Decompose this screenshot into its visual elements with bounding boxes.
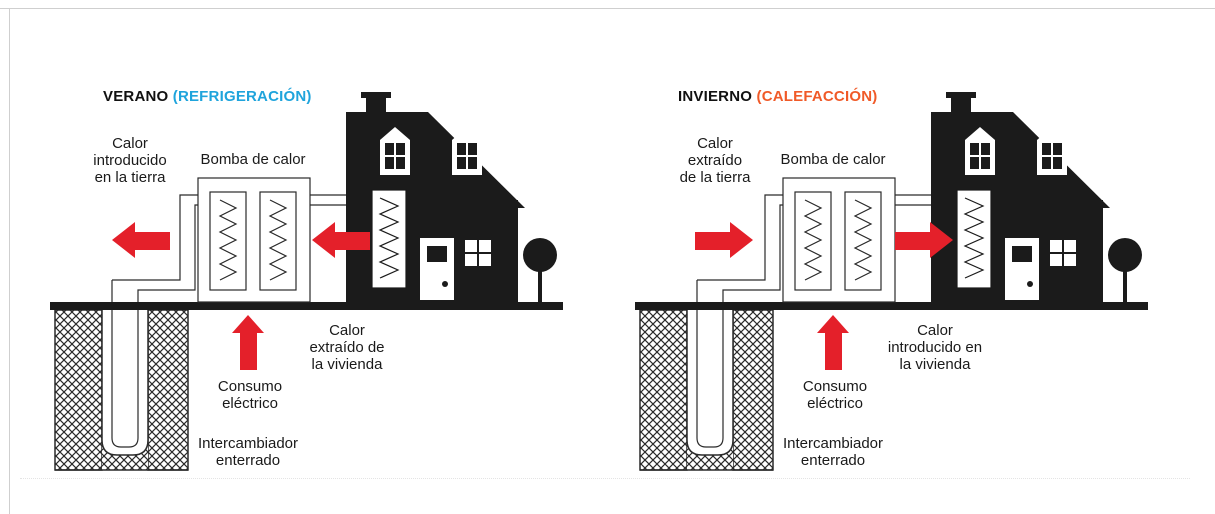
house-heat-line-1: Calor	[917, 322, 953, 339]
exchanger-line-1: Intercambiador	[197, 435, 299, 452]
dotted-baseline	[20, 478, 1190, 479]
season-label: INVIERNO	[678, 88, 753, 105]
power-label: Consumo eléctrico	[200, 378, 300, 412]
ground-surface	[635, 302, 1148, 310]
arrow-power	[232, 315, 264, 370]
house-heat-line-3: la vivienda	[899, 356, 971, 373]
exchanger-line-2: enterrado	[215, 452, 281, 469]
winter-diagram	[635, 92, 1148, 471]
ground-heat-label: Calor introducido en la tierra	[80, 135, 180, 186]
ground-heat-line-3: de la tierra	[679, 169, 751, 186]
heat-pump-text: Bomba de calor	[200, 151, 306, 168]
pump-coil-left	[209, 191, 247, 291]
house-heat-line-2: introducido en	[887, 339, 983, 356]
power-line-2: eléctrico	[222, 395, 278, 412]
exchanger-label: Intercambiador enterrado	[768, 435, 898, 469]
tree	[1108, 238, 1142, 304]
power-line-1: Consumo	[217, 378, 283, 395]
house-heat-label: Calor extraído de la vivienda	[292, 322, 402, 373]
house-heat-line-3: la vivienda	[311, 356, 383, 373]
ground-heat-line-3: en la tierra	[94, 169, 166, 186]
arrow-from-house	[312, 222, 370, 258]
arrow-power	[817, 315, 849, 370]
exchanger-line-1: Intercambiador	[782, 435, 884, 452]
arrow-to-ground	[112, 222, 170, 258]
ground-heat-line-2: introducido	[93, 152, 167, 169]
exchanger-label: Intercambiador enterrado	[183, 435, 313, 469]
season-label: VERANO	[103, 88, 169, 105]
ground-hatched	[54, 309, 189, 471]
mode-label: (CALEFACCIÓN)	[756, 88, 878, 105]
house	[346, 92, 525, 302]
power-label: Consumo eléctrico	[785, 378, 885, 412]
summer-diagram	[50, 92, 563, 471]
summer-panel: VERANO (REFRIGERACIÓN) Calor introducido…	[0, 0, 600, 514]
heat-pump-label: Bomba de calor	[763, 151, 903, 168]
tree	[523, 238, 557, 304]
winter-panel: INVIERNO (CALEFACCIÓN) Calor extraído de…	[585, 0, 1185, 514]
power-line-1: Consumo	[802, 378, 868, 395]
house-heat-label: Calor introducido en la vivienda	[875, 322, 995, 373]
pump-coil-left	[794, 191, 832, 291]
winter-title: INVIERNO (CALEFACCIÓN)	[678, 88, 877, 105]
heat-pump-text: Bomba de calor	[780, 151, 886, 168]
frame-left-border	[9, 8, 10, 514]
power-line-2: eléctrico	[807, 395, 863, 412]
buried-pipe	[686, 280, 734, 456]
ground-surface	[50, 302, 563, 310]
exchanger-line-2: enterrado	[800, 452, 866, 469]
pump-coil-right	[259, 191, 297, 291]
arrow-to-house	[895, 222, 953, 258]
pump-coil-right	[844, 191, 882, 291]
house	[931, 92, 1110, 302]
ground-heat-line-1: Calor	[112, 135, 148, 152]
arrow-from-ground	[695, 222, 753, 258]
house-heat-line-1: Calor	[329, 322, 365, 339]
heat-pump-label: Bomba de calor	[183, 151, 323, 168]
frame-top-border	[0, 8, 1215, 9]
ground-heat-label: Calor extraído de la tierra	[660, 135, 770, 186]
buried-pipe	[101, 280, 149, 456]
summer-title: VERANO (REFRIGERACIÓN)	[103, 88, 312, 105]
ground-heat-line-2: extraído	[687, 152, 743, 169]
mode-label: (REFRIGERACIÓN)	[172, 88, 312, 105]
ground-heat-line-1: Calor	[697, 135, 733, 152]
house-heat-line-2: extraído de	[309, 339, 385, 356]
